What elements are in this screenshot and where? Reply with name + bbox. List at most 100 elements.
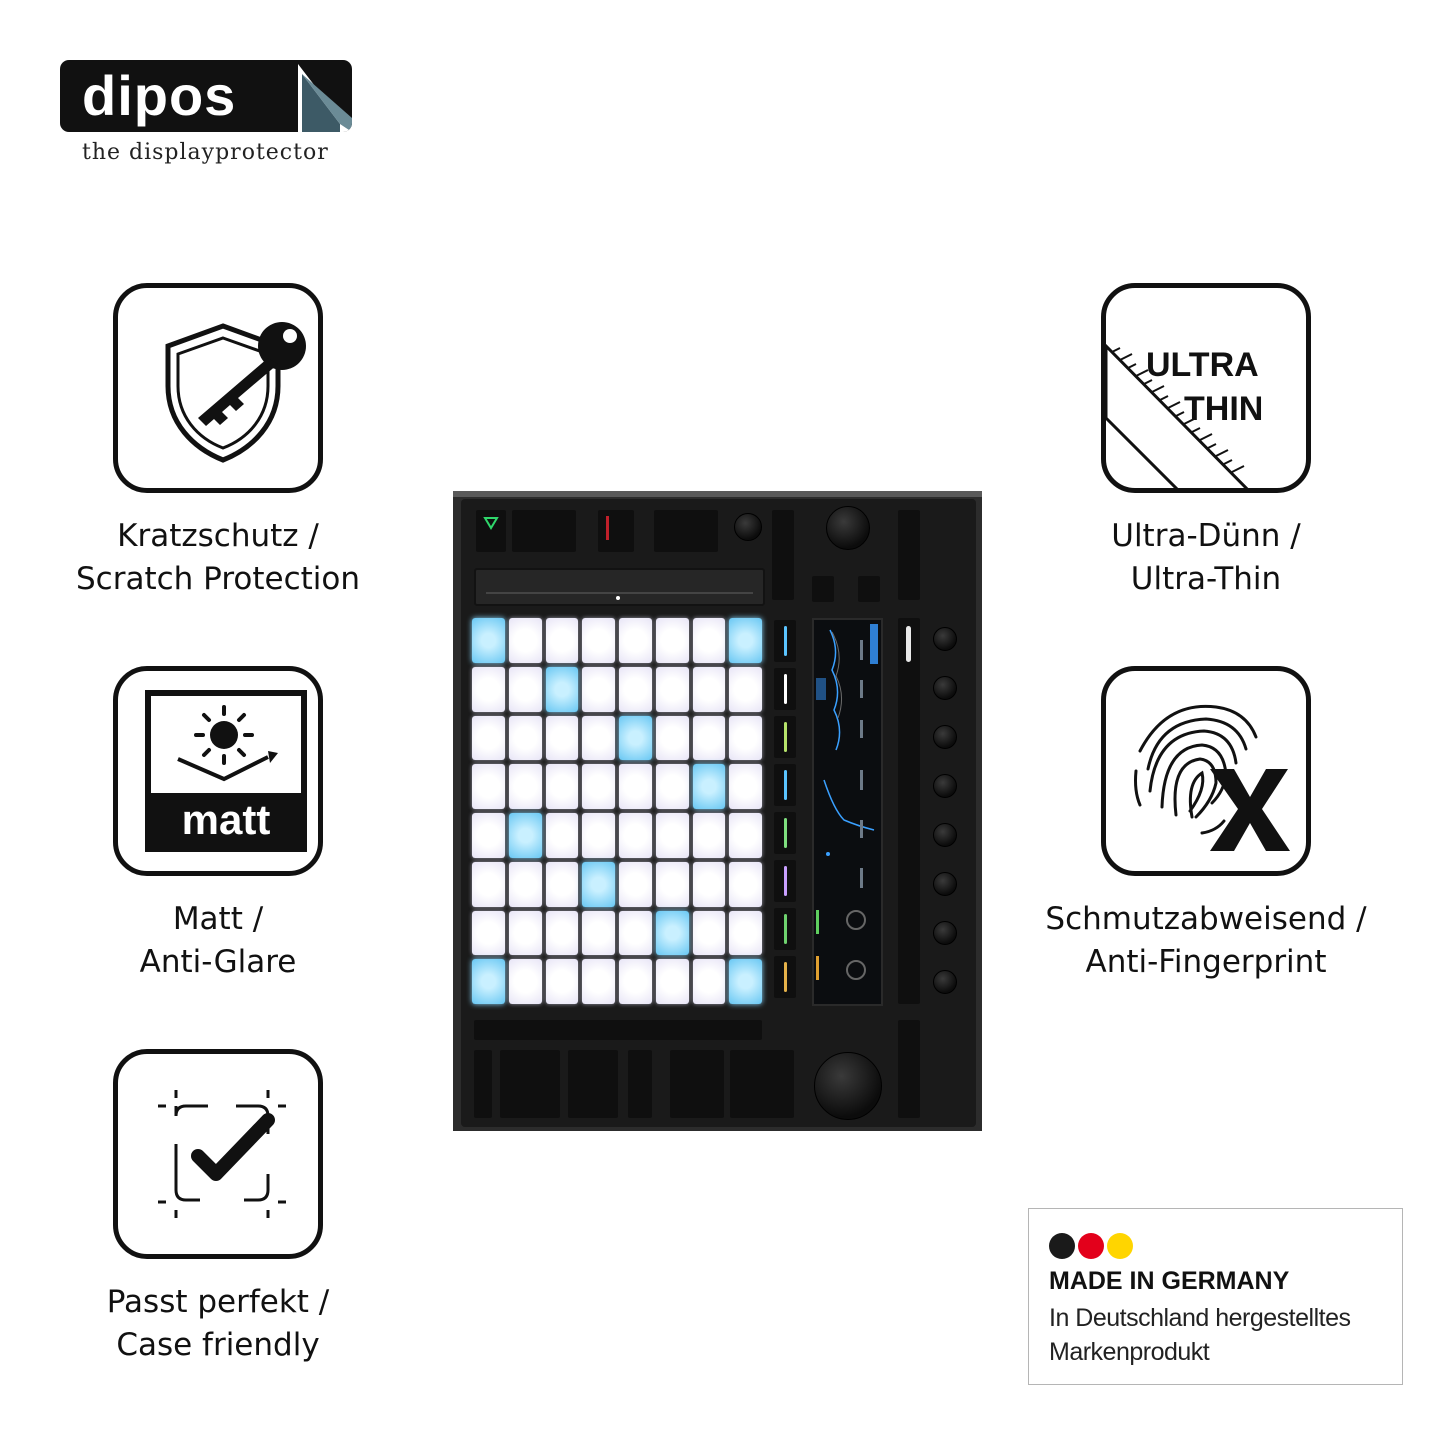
fingerprint-x-icon [1134,704,1290,851]
device-pad [655,618,689,663]
device-master-knob [826,506,870,550]
device-track-led [784,818,787,848]
device-pad [582,618,615,663]
feature-icon-box [113,283,323,493]
badge-line-2: Markenprodukt [1049,1338,1210,1366]
flag-dot [1049,1233,1075,1259]
caption-line-1: Passt perfekt / [106,1284,330,1320]
thin-label: THIN [1184,390,1264,428]
feature-icon-box [1101,666,1311,876]
device-pad [729,715,762,761]
device-pad [582,861,615,907]
made-in-germany-badge: MADE IN GERMANY In Deutschland hergestel… [1028,1208,1403,1385]
feature-caption: Ultra-Dünn / Ultra-Thin [1006,515,1406,601]
device-pad [545,764,579,809]
device-encoder-knob [933,627,957,651]
caption-line-1: Kratzschutz / [117,518,319,554]
device-display [812,618,883,1006]
device-pad [472,910,505,956]
caption-line-1: Matt / [172,901,264,937]
badge-subtitle: In Deutschland hergestelltes Markenprodu… [1049,1301,1351,1369]
device-save-button [812,576,834,602]
device-pad [729,764,762,809]
device-pad [545,861,579,907]
device-pad [729,910,762,956]
device-track-button [774,908,796,950]
device-pad [508,715,542,761]
device-lower-button-row [474,1020,762,1040]
device-pad [582,666,615,712]
device-track-led [784,914,787,944]
device-pad [472,959,505,1004]
device-play-button [476,510,506,552]
caption-line-1: Schmutzabweisend / [1045,901,1367,937]
checkmark-frame-icon [158,1090,286,1218]
device-pad [619,715,652,761]
device-pad [692,910,726,956]
page-fold-icon [298,64,352,132]
device-pad [655,666,689,712]
device-pad [508,910,542,956]
device-pad [729,959,762,1004]
caption-line-2: Ultra-Thin [1130,561,1282,597]
feature-icon-box: ULTRA THIN [1101,283,1311,493]
device-pad [472,813,505,858]
device-pad [692,764,726,809]
device-pad [692,861,726,907]
device-pad [655,861,689,907]
device-pad [472,764,505,809]
ultra-label: ULTRA [1146,346,1259,384]
device-track-button [774,668,796,710]
device-pad [729,618,762,663]
device-pad [472,715,505,761]
feature-caption: Matt / Anti-Glare [18,898,418,984]
device-pad [472,618,505,663]
device-pad [655,764,689,809]
device-pad-grid [472,618,762,1004]
device-track-led [784,770,787,800]
device-encoder-knob [933,823,957,847]
device-pad [582,813,615,858]
device-record-buttons [512,510,576,552]
device-pad [692,618,726,663]
caption-line-2: Anti-Fingerprint [1085,944,1327,980]
feature-case-friendly: Passt perfekt / Case friendly [18,1049,418,1367]
device-pad [619,861,652,907]
device-pad [692,813,726,858]
device-quantize-buttons [654,510,718,552]
flag-dot [1107,1233,1133,1259]
ruler-icon [1106,343,1249,488]
device-track-button [774,860,796,902]
device-pad [582,910,615,956]
sun-matt-icon [145,690,307,852]
device-track-led [784,866,787,896]
logo-tagline: the displayprotector [82,140,329,165]
caption-line-2: Case friendly [116,1327,320,1363]
device-shift-button [474,1050,492,1118]
device-encoder-knob [933,725,957,749]
device-repeat-button [628,1050,652,1118]
device-pad [508,861,542,907]
logo-box: dipos [60,60,352,132]
device-pad [545,618,579,663]
device-undo-button [858,576,880,602]
feature-icon-box [113,1049,323,1259]
feature-caption: Kratzschutz / Scratch Protection [18,515,418,601]
device-track-button [774,812,796,854]
device-automation-button [598,510,634,552]
flag-dot [1078,1233,1104,1259]
device-encoder-knob [933,774,957,798]
feature-caption: Schmutzabweisend / Anti-Fingerprint [1006,898,1406,984]
feature-icon-box: matt [113,666,323,876]
device-pad [545,715,579,761]
device-pad [729,666,762,712]
device-track-button [774,764,796,806]
caption-line-2: Scratch Protection [76,561,360,597]
device-pad [619,910,652,956]
device-pad [582,764,615,809]
device-pad [582,959,615,1004]
device-track-led [784,626,787,656]
device-track-led [784,674,787,704]
device-pad [545,910,579,956]
feature-anti-glare: matt Matt / Anti-Glare [18,666,418,984]
